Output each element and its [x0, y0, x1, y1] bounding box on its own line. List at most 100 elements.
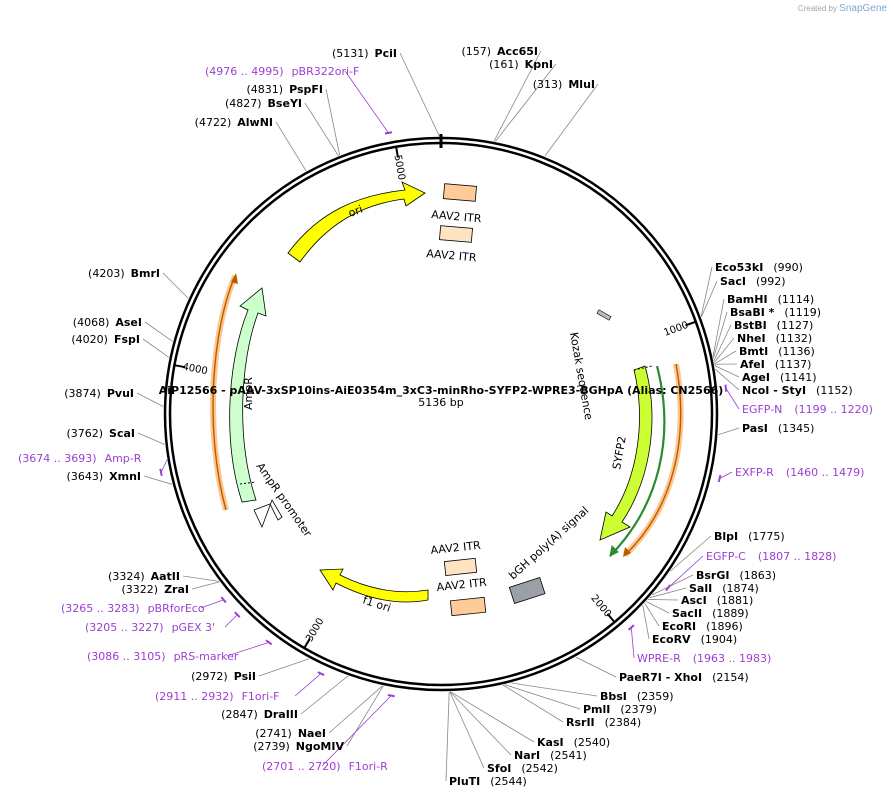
primer-egfp-c[interactable]: EGFP-C(1807 .. 1828): [706, 550, 836, 563]
site-scai[interactable]: (3762)ScaI: [66, 427, 135, 440]
site-pluti[interactable]: PluTI(2544): [449, 775, 527, 788]
site-agei[interactable]: AgeI(1141): [742, 371, 817, 384]
primer-amp-r[interactable]: (3674 .. 3693)Amp-R: [18, 452, 142, 465]
site-pcil[interactable]: (5131)PciI: [332, 47, 397, 60]
site-name: KpnI: [525, 58, 553, 71]
primer-name: F1ori-R: [349, 760, 389, 773]
site-mlui[interactable]: (313)MluI: [533, 78, 595, 91]
site-ngomiv[interactable]: (2739)NgoMIV: [253, 740, 344, 753]
primer-pbrforeco[interactable]: (3265 .. 3283)pBRforEco: [61, 602, 205, 615]
site-xmni[interactable]: (3643)XmnI: [67, 470, 141, 483]
site-nhei[interactable]: NheI(1132): [737, 332, 812, 345]
site-name: BamHI: [727, 293, 768, 306]
site-kasi[interactable]: KasI(2540): [537, 736, 610, 749]
feature-syfp2-arrow[interactable]: [599, 365, 653, 541]
site-paer7i[interactable]: PaeR7I - XhoI(2154): [619, 671, 749, 684]
feature-aav2-itr-1[interactable]: [442, 183, 477, 202]
tick-mark: [395, 146, 399, 158]
site-aatii[interactable]: (3324)AatII: [108, 570, 180, 583]
primer-egfp-n[interactable]: EGFP-N(1199 .. 1220): [742, 403, 873, 416]
primer-range: (1460 .. 1479): [786, 466, 865, 479]
site-leader-line: [649, 587, 687, 599]
site-leader-line: [714, 350, 737, 365]
primer-wpre-r[interactable]: WPRE-R(1963 .. 1983): [637, 652, 771, 665]
site-bbsi[interactable]: BbsI(2359): [600, 690, 673, 703]
feature-kozak[interactable]: [596, 309, 612, 321]
tick-mark: [606, 613, 616, 623]
feature-aav2-itr-2[interactable]: [439, 225, 473, 243]
primer-pgex3[interactable]: (3205 .. 3227)pGEX 3': [85, 621, 215, 634]
site-kpni[interactable]: (161)KpnI: [489, 58, 553, 71]
site-sacii[interactable]: SacII(1889): [672, 607, 749, 620]
feature-ampr-arrow[interactable]: [229, 287, 267, 503]
site-ecorv[interactable]: EcoRV(1904): [652, 633, 737, 646]
site-bstbi[interactable]: BstBI(1127): [734, 319, 813, 332]
site-name: BseYI: [268, 97, 302, 110]
primer-prs-marker[interactable]: (3086 .. 3105)pRS-marker: [87, 650, 239, 663]
site-asci[interactable]: AscI(1881): [681, 594, 753, 607]
backbone-inner: [168, 141, 714, 687]
tick-label: 5000: [392, 154, 407, 181]
primer-name: EGFP-C: [706, 550, 746, 563]
feature-aav2-itr-4[interactable]: [449, 596, 487, 617]
site-pos: (1896): [706, 620, 743, 633]
site-draiii[interactable]: (2847)DraIII: [221, 708, 298, 721]
primer-pbr322ori-f[interactable]: (4976 .. 4995)pBR322ori-F: [205, 65, 359, 78]
primer-f1ori-r[interactable]: (2701 .. 2720)F1ori-R: [262, 760, 388, 773]
site-pos: (2154): [712, 671, 749, 684]
site-pasi[interactable]: PasI(1345): [742, 422, 814, 435]
site-bmri[interactable]: (4203)BmrI: [88, 267, 160, 280]
site-name: AatII: [151, 570, 180, 583]
site-sali[interactable]: SalI(1874): [689, 582, 759, 595]
feature-ampr-dotted: [239, 481, 257, 485]
site-bamhi[interactable]: BamHI(1114): [727, 293, 814, 306]
site-eco53ki[interactable]: Eco53kI(990): [715, 261, 803, 274]
site-bsabi[interactable]: BsaBI *(1119): [730, 306, 821, 319]
site-leader-line: [495, 63, 557, 142]
site-psii[interactable]: (2972)PsiI: [191, 670, 256, 683]
site-afei[interactable]: AfeI(1137): [740, 358, 811, 371]
site-blpi[interactable]: BlpI(1775): [714, 530, 785, 543]
site-leader-line: [502, 684, 564, 723]
feature-ampr-promoter-arrow[interactable]: [253, 499, 283, 529]
site-alwni[interactable]: (4722)AlwNI: [195, 116, 273, 129]
site-zrai[interactable]: (3322)ZraI: [122, 583, 190, 596]
feature-aav2-itr-3[interactable]: [443, 557, 478, 576]
site-pos: (2739): [253, 740, 290, 753]
site-leader-line: [445, 691, 450, 782]
site-pspfi[interactable]: (4831)PspFI: [247, 83, 323, 96]
site-pos: (4203): [88, 267, 125, 280]
feature-ori-arrow[interactable]: [287, 181, 426, 263]
site-bseyi[interactable]: (4827)BseYI: [225, 97, 302, 110]
site-name: PluTI: [449, 775, 480, 788]
site-fspi[interactable]: (4020)FspI: [71, 333, 140, 346]
feature-bgh-polya[interactable]: [508, 576, 546, 605]
site-sfoi[interactable]: SfoI(2542): [487, 762, 558, 775]
site-pos: (5131): [332, 47, 369, 60]
site-leader-line: [493, 50, 542, 142]
site-name: AseI: [115, 316, 142, 329]
site-pmli[interactable]: PmlI(2379): [583, 703, 657, 716]
primer-f1ori-f[interactable]: (2911 .. 2932)F1ori-F: [155, 690, 280, 703]
site-bmti[interactable]: BmtI(1136): [739, 345, 815, 358]
site-name: NaeI: [298, 727, 326, 740]
feature-f1-ori-arrow[interactable]: [319, 568, 429, 603]
site-acc65i[interactable]: (157)Acc65I: [461, 45, 538, 58]
primer-range: (3205 .. 3227): [85, 621, 164, 634]
primer-mark: [665, 584, 672, 592]
primer-exfp-r[interactable]: EXFP-R(1460 .. 1479): [735, 466, 864, 479]
site-pvui[interactable]: (3874)PvuI: [64, 387, 134, 400]
site-name: KasI: [537, 736, 564, 749]
site-naei[interactable]: (2741)NaeI: [255, 727, 326, 740]
primer-mark: [717, 474, 722, 483]
site-saci[interactable]: SacI(992): [720, 275, 786, 288]
site-asei[interactable]: (4068)AseI: [73, 316, 142, 329]
site-pos: (2972): [191, 670, 228, 683]
site-rsrii[interactable]: RsrII(2384): [566, 716, 641, 729]
site-leader-line: [300, 675, 349, 715]
site-bsrgi[interactable]: BsrGI(1863): [696, 569, 776, 582]
site-nari[interactable]: NarI(2541): [514, 749, 587, 762]
site-ecori[interactable]: EcoRI(1896): [662, 620, 743, 633]
site-ncoi[interactable]: NcoI - StyI(1152): [742, 384, 853, 397]
site-name: Eco53kI: [715, 261, 763, 274]
